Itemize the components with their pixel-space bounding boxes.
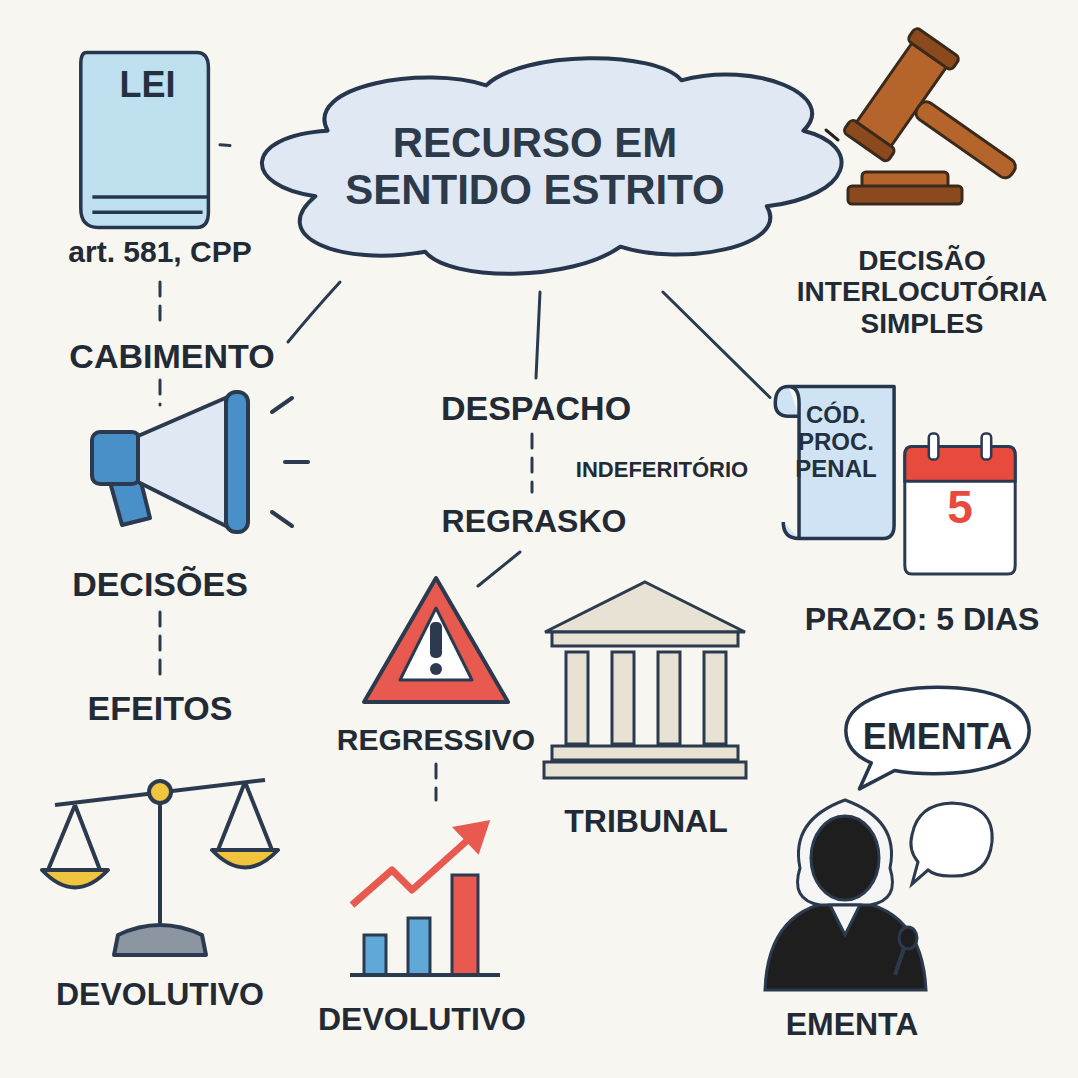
gavel-icon [816, 27, 1050, 225]
map-label: EFEITOS [88, 689, 233, 727]
code-scroll: CÓD. PROC. PENAL [770, 380, 902, 545]
connector [220, 143, 230, 147]
sound-lines [272, 398, 308, 526]
book-node: LEI [75, 45, 220, 235]
map-label: REGRESSIVO [337, 723, 535, 757]
node-text: LEI [119, 65, 175, 105]
scale-icon [42, 780, 278, 955]
tribunal-icon [544, 582, 746, 778]
leader-line [288, 282, 340, 342]
map-label: art. 581, CPP [68, 235, 251, 269]
central-cloud: RECURSO EM SENTIDO ESTRITO [230, 40, 840, 292]
chart-icon [350, 822, 500, 975]
map-label: DECISÃO INTERLOCUTÓRIA SIMPLES [782, 245, 1062, 339]
map-label: INDEFERITÓRIO [576, 458, 748, 483]
map-label: CABIMENTO [69, 337, 274, 375]
map-label: PRAZO: 5 DIAS [805, 602, 1040, 638]
node-text: 5 [947, 482, 973, 534]
warning-icon [364, 578, 508, 702]
speech-bubble: EMENTA [840, 683, 1035, 791]
map-label: REGRASKO [442, 504, 627, 540]
calendar-icon: 5 [900, 432, 1020, 577]
node-text: EMENTA [863, 717, 1012, 757]
map-label: TRIBUNAL [564, 804, 728, 840]
map-label: EMENTA [786, 1007, 919, 1043]
connector [663, 292, 770, 397]
leader-line [478, 552, 520, 586]
map-label: DEVOLUTIVO [318, 1002, 526, 1038]
node-text: RECURSO EM SENTIDO ESTRITO [300, 119, 770, 213]
map-label: DEVOLUTIVO [56, 977, 264, 1013]
leader-line [536, 292, 540, 378]
judge-figure [765, 800, 992, 990]
megaphone-icon [92, 392, 248, 532]
map-label: DESPACHO [441, 389, 631, 427]
node-text: CÓD. PROC. PENAL [790, 402, 882, 483]
map-label: DECISÕES [72, 565, 248, 603]
